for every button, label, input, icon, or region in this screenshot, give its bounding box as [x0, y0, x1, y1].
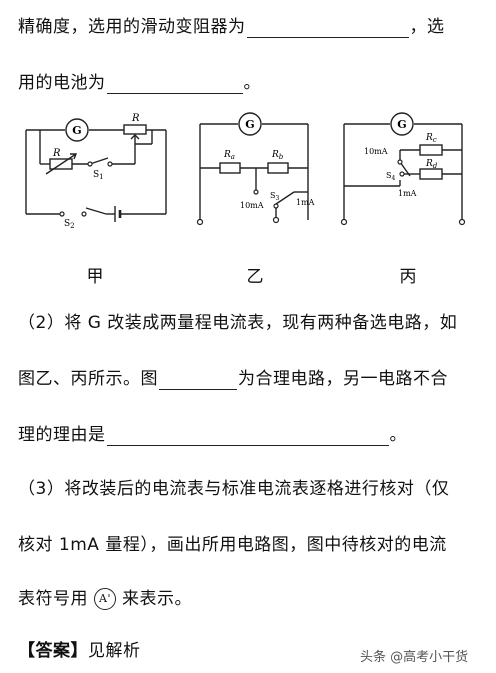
circuit-figure-yi: G Ra Rb S3 10mA 1mA [196, 112, 315, 226]
q2-line3-prefix: 理的理由是 [18, 425, 106, 445]
tap-1ma-label: 1mA [398, 189, 417, 198]
text-line-2: 用的电池为 。 [18, 72, 261, 94]
resistor-rd-label: Rd [425, 159, 438, 170]
q3-line-2: 核对 1mA 量程），画出所用电路图，图中待核对的电流 [18, 535, 447, 555]
resistor-rc-label: Rc [425, 133, 437, 144]
rheostat-label: R [52, 148, 61, 159]
answer-blank-circuit [159, 371, 237, 390]
q2-line3-suffix: 。 [389, 425, 407, 445]
answer-blank-reason [106, 427, 389, 446]
answer-blank-rheostat [246, 19, 409, 38]
switch1-label: S1 [93, 170, 104, 181]
q2-line2-suffix: 为合理电路，另一电路不合 [238, 369, 448, 389]
galvanometer-label: G [245, 118, 254, 131]
galvanometer-label: G [397, 118, 406, 131]
tap-10ma-label: 10mA [240, 201, 264, 210]
tap-1ma-label: 1mA [296, 198, 315, 207]
circuit-figure-bing: G Rc Rd 10mA S4 1mA [340, 112, 466, 226]
q3-line-3: 表符号用 A' 来表示。 [18, 588, 192, 610]
switch-s3-label: S3 [270, 191, 279, 202]
watermark-text: 头条 @高考小干货 [360, 650, 469, 665]
q2-line-3: 理的理由是 。 [18, 424, 407, 446]
circuit-figure-jia: G R R S1 S2 [25, 113, 167, 230]
resistor-r-label: R [131, 113, 140, 124]
answer-line: 【答案】见解析 [18, 640, 141, 662]
resistor-rb-label: Rb [271, 150, 284, 161]
watermark: 头条 @高考小干货 [360, 646, 468, 665]
line1-suffix: ，选 [409, 17, 445, 37]
caption-bing: 丙 [399, 267, 417, 287]
text-line-1: 精确度，选用的滑动变阻器为 ，选 [18, 16, 445, 38]
switch-s4-label: S4 [386, 171, 395, 182]
q2-line-1: （2）将 G 改装成两量程电流表，现有两种备选电路，如 [18, 313, 458, 333]
q2-line-2: 图乙、丙所示。图 为合理电路，另一电路不合 [18, 368, 448, 390]
q3-line3-prefix: 表符号用 [18, 589, 88, 609]
answer-label: 【答案】 [18, 641, 88, 661]
answer-blank-battery [106, 75, 243, 94]
line2-suffix: 。 [243, 73, 261, 93]
q3-line-1: （3）将改装后的电流表与标准电流表逐格进行核对（仅 [18, 479, 450, 499]
tap-10ma-label: 10mA [364, 147, 388, 156]
q2-line2-prefix: 图乙、丙所示。图 [18, 369, 158, 389]
q3-line3-suffix: 来表示。 [122, 589, 192, 609]
line2-prefix: 用的电池为 [18, 73, 106, 93]
galvanometer-label: G [72, 124, 81, 137]
resistor-ra-label: Ra [223, 150, 235, 161]
line1-prefix: 精确度，选用的滑动变阻器为 [18, 17, 246, 37]
answer-text: 见解析 [88, 641, 141, 661]
ammeter-symbol-icon: A' [94, 588, 116, 610]
caption-yi: 乙 [246, 267, 264, 287]
switch2-label: S2 [64, 219, 75, 230]
caption-jia: 甲 [86, 267, 104, 287]
